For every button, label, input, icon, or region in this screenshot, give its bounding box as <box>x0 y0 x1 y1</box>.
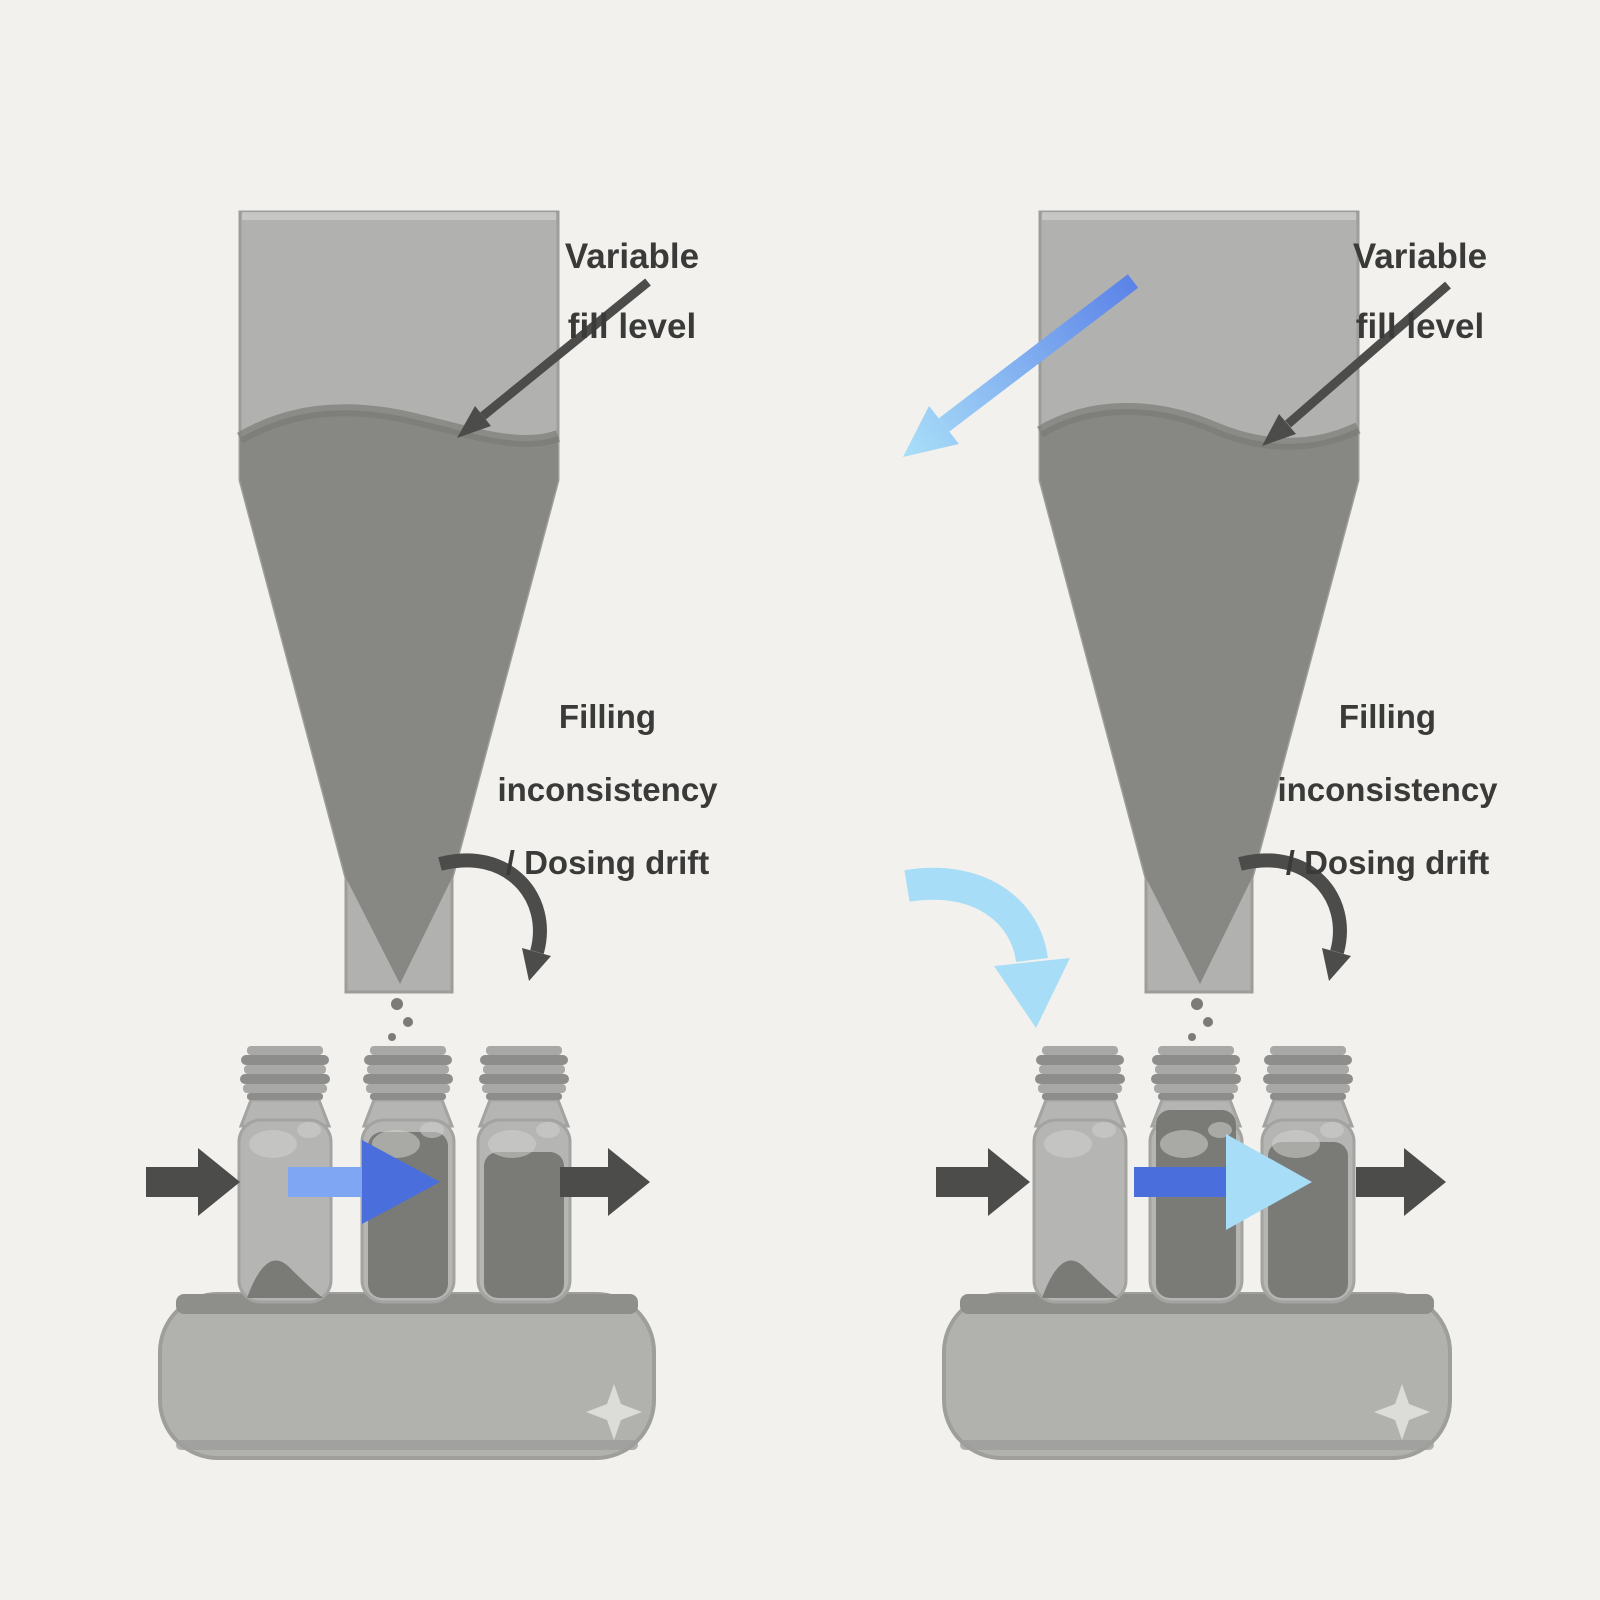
label-line: inconsistency <box>1277 771 1498 808</box>
conveyor-flow-in-arrow <box>936 1148 1030 1216</box>
jar-empty <box>237 1046 333 1304</box>
label-line: fill level <box>567 307 697 346</box>
hopper-material <box>240 410 558 985</box>
label-line: / Dosing drift <box>1285 844 1490 881</box>
label-filling-inconsistency: Filling inconsistency / Dosing drift <box>1270 680 1505 899</box>
label-line: Filling <box>1338 698 1437 735</box>
conveyor-flow-out-arrow <box>560 1148 650 1216</box>
label-line: Filling <box>558 698 657 735</box>
label-variable-fill-level: Variable fill level <box>1340 222 1500 362</box>
label-line: fill level <box>1355 307 1485 346</box>
fill-level-arrow-icon <box>1262 281 1451 446</box>
conveyor <box>942 1292 1452 1460</box>
panel-left <box>146 210 656 1460</box>
material-surface <box>1036 403 1361 450</box>
dosing-arrow-icon <box>1238 853 1351 981</box>
label-line: / Dosing drift <box>505 844 710 881</box>
label-variable-fill-level: Variable fill level <box>552 222 712 362</box>
jar-filled <box>476 1046 572 1304</box>
fill-level-arrow-icon <box>457 278 651 438</box>
jar-empty <box>1032 1046 1128 1304</box>
jar-transfer-arrow <box>288 1140 440 1224</box>
dosing-arrow-icon <box>438 853 551 981</box>
fill-level-highlight-arrow-icon <box>903 274 1139 457</box>
conveyor-flow-out-arrow <box>1356 1148 1446 1216</box>
hopper-rim <box>1042 212 1356 220</box>
jar-under-filler <box>1148 1046 1244 1304</box>
jar-fill-level <box>484 1152 564 1298</box>
dosing-highlight-arrow-icon <box>904 867 1070 1028</box>
hopper-material <box>1040 408 1358 984</box>
label-line: Variable <box>564 237 700 276</box>
falling-product-droplets <box>1188 998 1213 1057</box>
conveyor <box>158 1292 656 1460</box>
material-surface <box>236 404 561 448</box>
jar-fill-level <box>1042 1260 1118 1298</box>
conveyor-flow-in-arrow <box>146 1148 240 1216</box>
label-filling-inconsistency: Filling inconsistency / Dosing drift <box>490 680 725 899</box>
jar-fill-level <box>247 1260 323 1298</box>
hopper-rim <box>242 212 556 220</box>
label-line: inconsistency <box>497 771 718 808</box>
label-line: Variable <box>1352 237 1488 276</box>
panel-right <box>903 210 1452 1460</box>
jar-transfer-arrow <box>1134 1134 1312 1230</box>
